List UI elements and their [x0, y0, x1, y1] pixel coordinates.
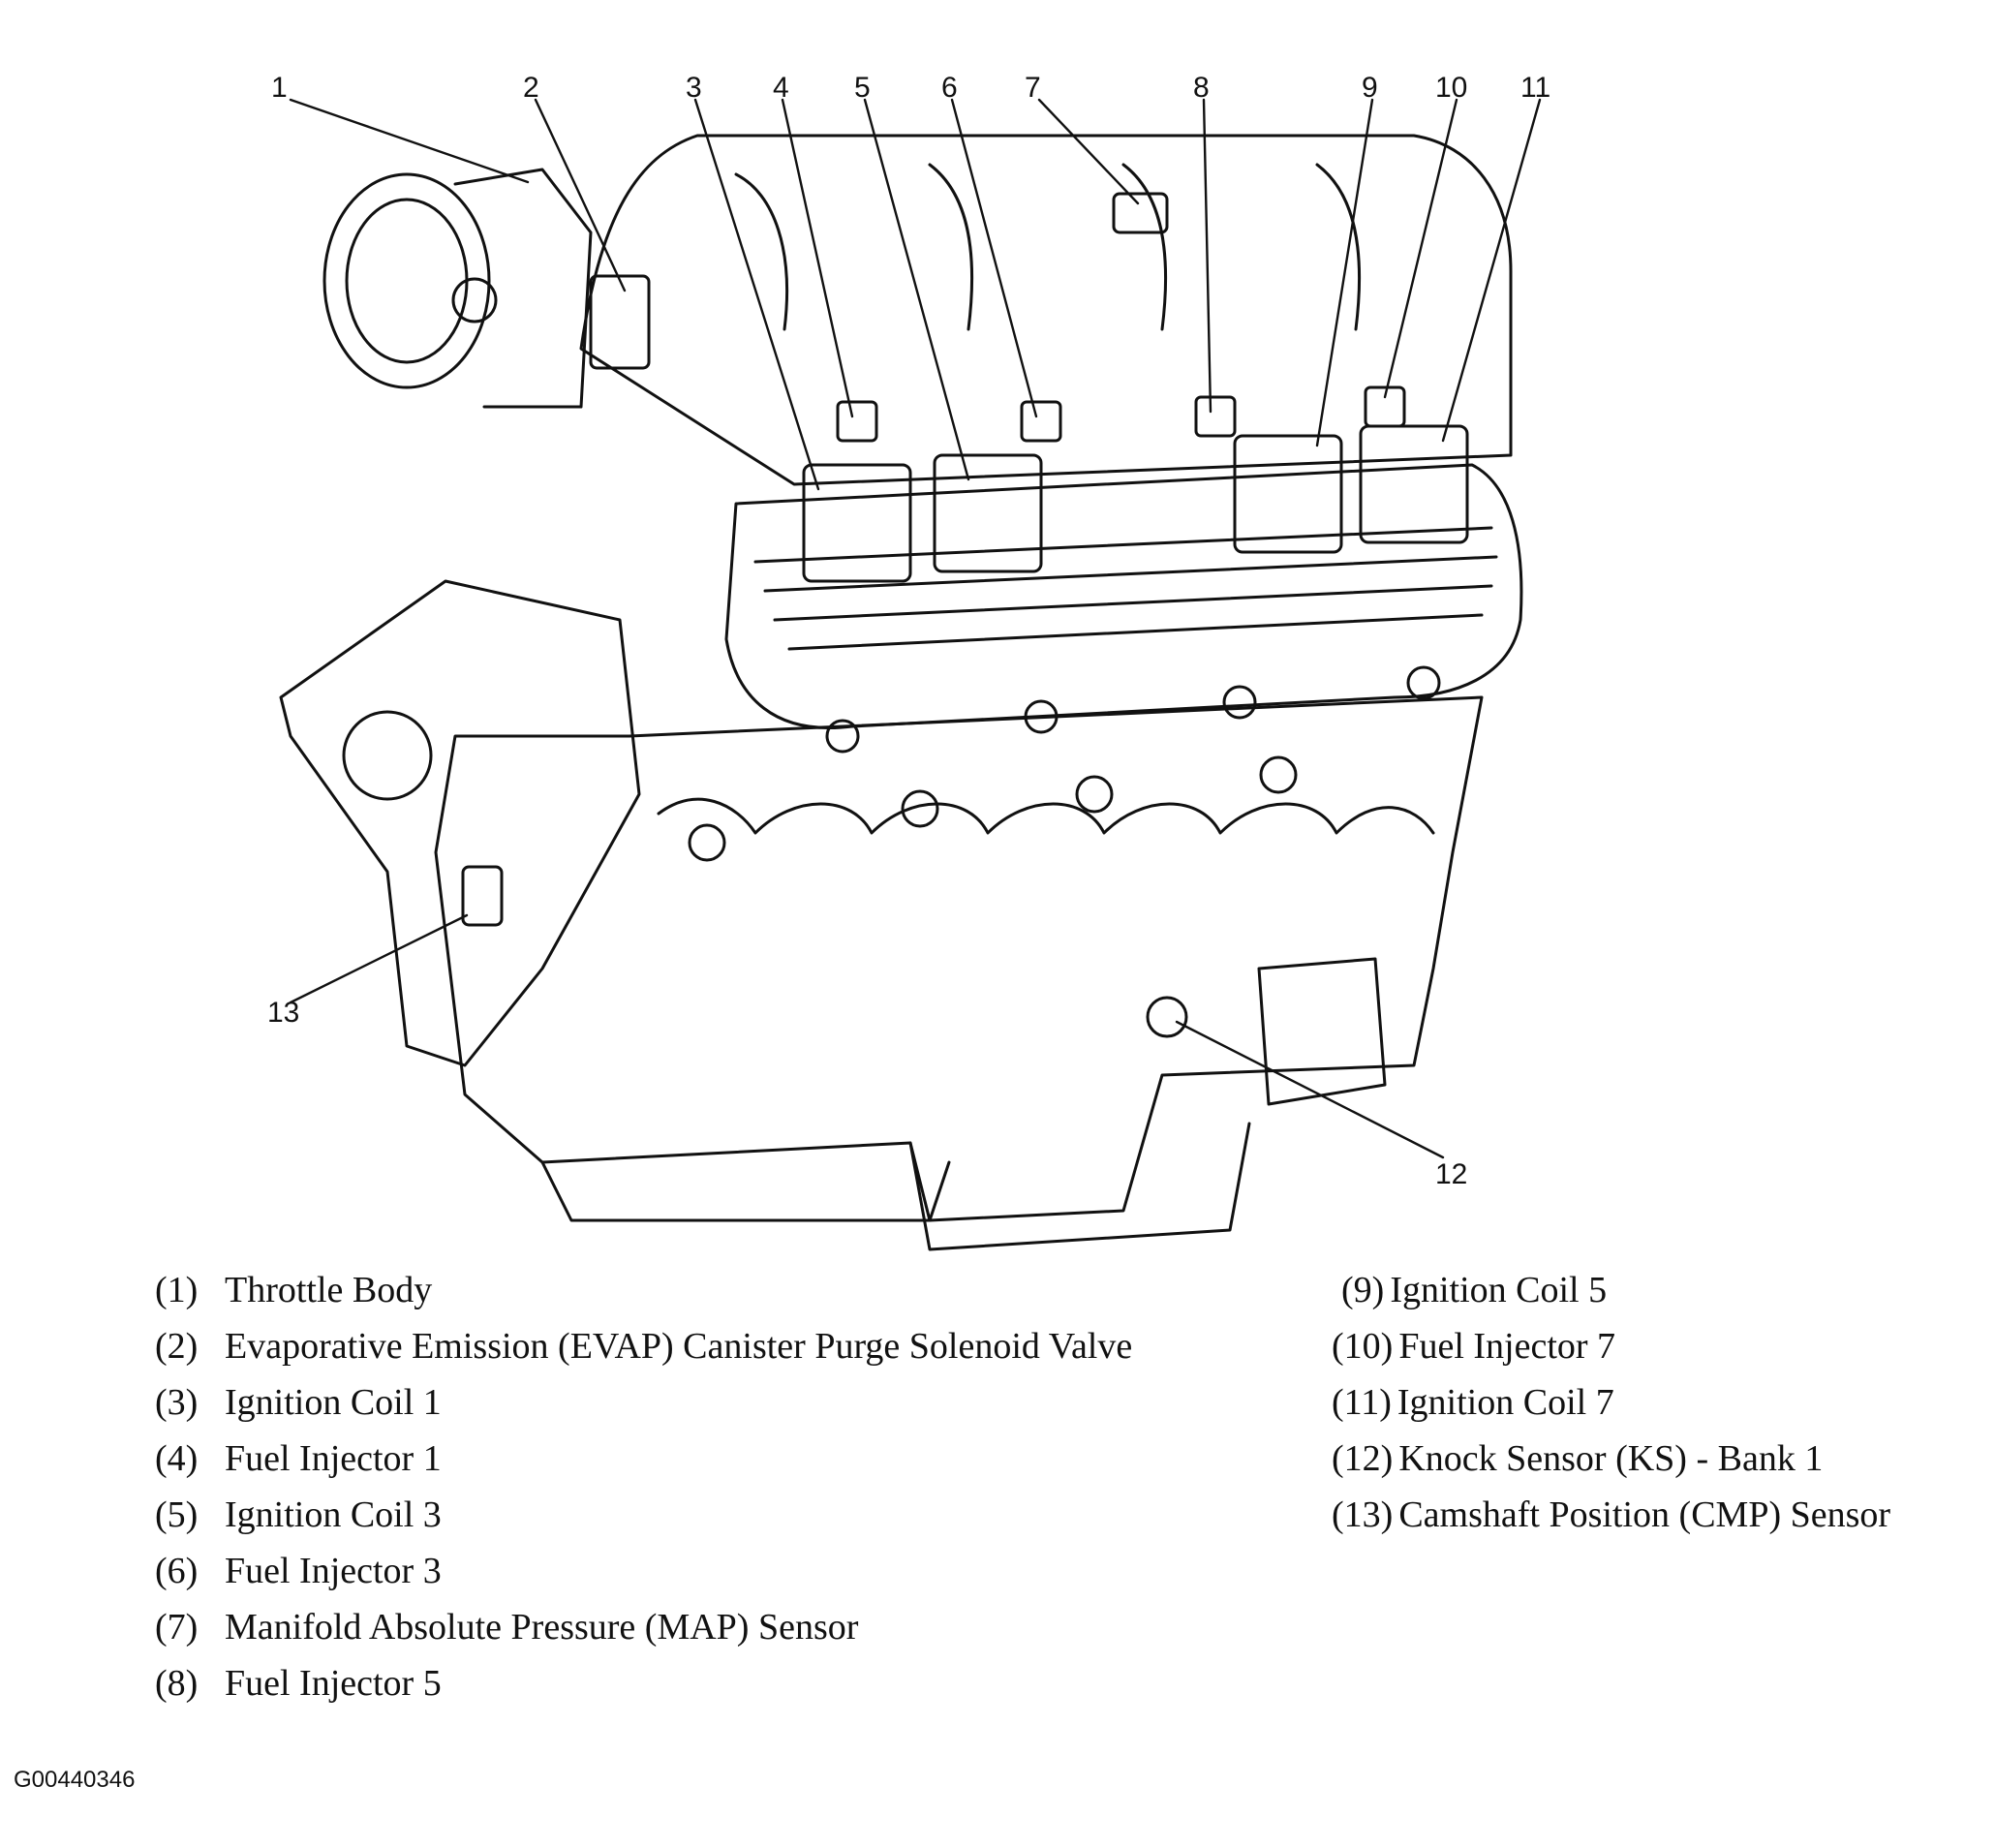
ignition-coil-3: [933, 453, 1043, 573]
callout-1: 1: [271, 72, 288, 104]
fuel-injector-3: [1020, 400, 1062, 443]
ignition-coil-1: [802, 463, 912, 583]
callout-6: 6: [941, 72, 958, 104]
map-sensor: [1112, 192, 1169, 234]
callout-2: 2: [523, 72, 539, 104]
callout-3: 3: [686, 72, 702, 104]
legend-item-8: (8)Fuel Injector 5: [155, 1663, 442, 1704]
legend-item-13: (13)Camshaft Position (CMP) Sensor: [1332, 1494, 1891, 1535]
callout-numbers: 1 2 3 4 5 6 7 8 9 10 11 12 13: [267, 72, 1550, 1190]
throttle-body: [322, 172, 491, 389]
figure-id: G00440346: [14, 1767, 136, 1793]
leader-lines: [289, 98, 1542, 1159]
engine-block: [434, 695, 1484, 1222]
callout-8: 8: [1193, 72, 1210, 104]
oil-filter: [1257, 957, 1387, 1106]
fuel-injector-7: [1364, 385, 1406, 428]
callout-11: 11: [1520, 72, 1550, 104]
legend-item-6: (6)Fuel Injector 3: [155, 1551, 442, 1591]
legend-item-10: (10)Fuel Injector 7: [1332, 1326, 1616, 1367]
valve-cover: [724, 463, 1523, 729]
fuel-injector-5: [1194, 395, 1237, 438]
legend-item-12: (12)Knock Sensor (KS) - Bank 1: [1332, 1438, 1824, 1479]
legend-item-1: (1)Throttle Body: [155, 1270, 433, 1310]
legend-item-7: (7)Manifold Absolute Pressure (MAP) Sens…: [155, 1607, 859, 1648]
cmp-sensor: [461, 865, 504, 927]
knock-sensor: [1146, 996, 1188, 1038]
legend-item-3: (3)Ignition Coil 1: [155, 1382, 442, 1423]
legend-item-4: (4)Fuel Injector 1: [155, 1438, 442, 1479]
evap-solenoid: [589, 274, 651, 370]
legend-item-11: (11)Ignition Coil 7: [1332, 1382, 1614, 1423]
oil-pan: [908, 1122, 1251, 1251]
intake-manifold: [579, 134, 1513, 486]
fuel-injector-1: [836, 400, 878, 443]
callout-10: 10: [1435, 72, 1467, 104]
engine-illustration: [279, 134, 1523, 1251]
callout-9: 9: [1362, 72, 1378, 104]
callout-4: 4: [773, 72, 789, 104]
legend-item-2: (2)Evaporative Emission (EVAP) Canister …: [155, 1326, 1133, 1367]
callout-12: 12: [1435, 1158, 1467, 1190]
ignition-coil-5: [1233, 434, 1343, 554]
ignition-coil-7: [1359, 424, 1469, 544]
callout-7: 7: [1025, 72, 1041, 104]
legend-item-9: (9)Ignition Coil 5: [1341, 1270, 1608, 1310]
callout-5: 5: [854, 72, 871, 104]
legend-item-5: (5)Ignition Coil 3: [155, 1494, 442, 1535]
callout-13: 13: [267, 997, 299, 1029]
